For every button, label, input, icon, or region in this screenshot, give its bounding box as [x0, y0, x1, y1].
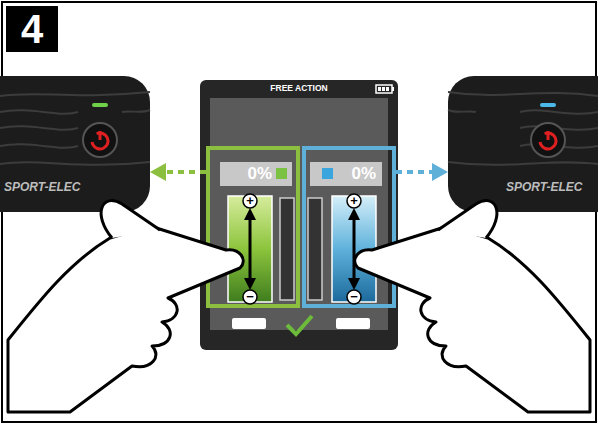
brand-logo: SPORT-ELEC — [4, 180, 80, 194]
step-number-box: 4 — [6, 6, 58, 52]
hand-illustration — [355, 201, 590, 412]
signal-arrow — [396, 163, 448, 181]
device-details — [0, 92, 150, 165]
intensity-value: 0% — [310, 162, 382, 186]
slider-sign: + — [243, 194, 257, 208]
slider-sign: − — [243, 290, 257, 304]
slider-sign: − — [347, 290, 361, 304]
slider-sign: + — [347, 194, 361, 208]
signal-arrow — [150, 163, 206, 181]
device-body: SPORT-ELEC — [448, 76, 598, 212]
device-details — [448, 92, 598, 165]
dashed-line — [164, 170, 206, 174]
arrow-head — [150, 163, 166, 181]
hand-illustration — [8, 201, 243, 412]
dashed-line — [396, 170, 434, 174]
brand-logo: SPORT-ELEC — [506, 180, 582, 194]
screen-details — [228, 85, 394, 334]
arrow-head — [432, 163, 448, 181]
step-number: 4 — [6, 6, 58, 52]
screen-title: FREE ACTION — [200, 83, 398, 93]
